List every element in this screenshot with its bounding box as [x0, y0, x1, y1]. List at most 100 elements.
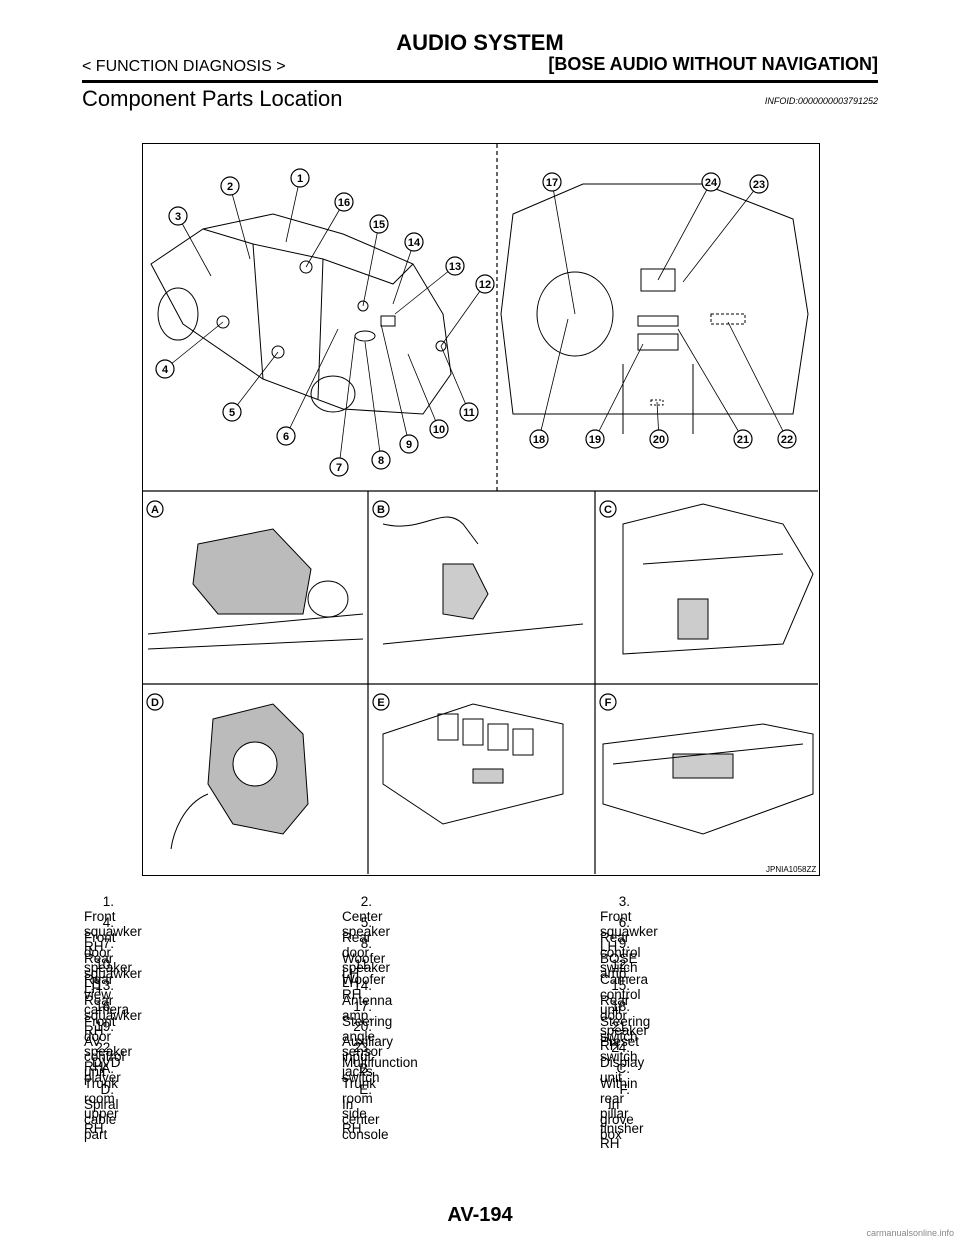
- callout-number: 10: [433, 424, 445, 436]
- watermark: carmanualsonline.info: [866, 1228, 954, 1238]
- legend-item: 1. Front squawker RH: [84, 894, 142, 954]
- vehicle-exterior-sketch: [150, 213, 452, 415]
- section-label-left: < FUNCTION DIAGNOSIS >: [82, 58, 286, 75]
- callout-number: 5: [229, 407, 235, 419]
- callout-circle: [701, 172, 721, 192]
- callout-number: 24: [705, 177, 718, 189]
- callout-circle: [220, 176, 240, 196]
- legend-item-number: 2.: [360, 894, 372, 909]
- callout-number: 15: [373, 219, 385, 231]
- callout-number: 16: [338, 197, 350, 209]
- panel-letter-f: F: [599, 693, 617, 711]
- callout-circle: [733, 429, 753, 449]
- legend-item-label: Front squawker LH: [600, 909, 658, 954]
- panel-letter-circle: [599, 693, 617, 711]
- callout-leader-line: [164, 321, 224, 370]
- legend-item: 7. Rear squawker LH: [84, 936, 142, 996]
- legend-item-number: 9.: [618, 935, 630, 951]
- callout-leader-line: [594, 343, 644, 440]
- callout-leader-line: [285, 177, 301, 243]
- legend-item: B. Trunk room side RH: [342, 1061, 384, 1136]
- legend-item-number: E.: [359, 1082, 372, 1098]
- callout-leader-line: [305, 201, 345, 268]
- callout-7: 7: [329, 335, 356, 477]
- callout-10: 10: [407, 353, 449, 439]
- callout-number: 18: [533, 434, 545, 446]
- legend-item: 14. Antenna amp.: [342, 978, 400, 1023]
- legend-item-number: 14.: [353, 977, 372, 993]
- legend-item: 2. Center speaker: [342, 894, 391, 939]
- callout-circle: [585, 429, 605, 449]
- callout-circle: [475, 274, 495, 294]
- panel-letter-c: C: [599, 500, 617, 518]
- callout-15: 15: [362, 214, 389, 307]
- callout-leader-line: [229, 185, 251, 260]
- legend-item-number: 20.: [353, 1019, 372, 1035]
- legend-item-number: 17.: [353, 998, 372, 1014]
- callout-number: 19: [589, 434, 601, 446]
- panel-a-sketch: [147, 528, 364, 650]
- legend-item: 13. Rear squawker RH: [84, 978, 142, 1038]
- legend-item: 6. Rear control switch: [600, 915, 641, 975]
- legend-item-number: C.: [616, 1061, 631, 1077]
- callout-number: 1: [297, 173, 303, 185]
- panel-letter-circle: [146, 693, 164, 711]
- callout-leader-line: [380, 323, 410, 445]
- callout-number: 12: [479, 279, 491, 291]
- callout-1: 1: [285, 168, 310, 243]
- callout-leader-line: [440, 345, 470, 413]
- legend-item-number: 5.: [360, 914, 372, 930]
- legend-item-label: Woofer RH: [342, 971, 386, 1002]
- callout-leader-line: [394, 265, 456, 315]
- legend-item-label: Rear door speaker LH: [342, 929, 391, 990]
- legend-item-label: Camera control unit: [600, 971, 649, 1017]
- legend-item-number: 7.: [102, 935, 114, 951]
- legend-item: 15. Rear door speaker RH: [600, 978, 648, 1053]
- callout-leader-line: [440, 283, 486, 347]
- legend-item-label: Steering angle sensor: [342, 1013, 393, 1059]
- figure-code: JPNIA1058ZZ: [766, 865, 817, 874]
- callout-leader-line: [364, 341, 382, 461]
- panel-letter-a: A: [146, 500, 164, 518]
- callout-number: 7: [336, 462, 342, 474]
- callout-circle: [168, 206, 188, 226]
- callout-leader-line: [682, 183, 760, 283]
- callout-leader-line: [407, 353, 440, 430]
- callout-leader-line: [362, 223, 380, 307]
- legend-item-label: Rear squawker RH: [84, 992, 142, 1038]
- legend-item-label: Front squawker RH: [84, 909, 142, 954]
- legend-item-number: 11.: [354, 956, 372, 972]
- callout-circle: [155, 359, 175, 379]
- legend-item-label: In grove box: [600, 1097, 634, 1143]
- legend-item: A. Trunk room upper RH: [84, 1061, 126, 1136]
- legend-item: 18. Steering switch: [600, 999, 658, 1044]
- callout-8: 8: [364, 341, 391, 470]
- legend-item: 5. Rear door speaker LH: [342, 915, 390, 990]
- callout-leader-line: [551, 181, 576, 315]
- legend-item-label: Trunk room side RH: [342, 1076, 377, 1137]
- callout-leader-line: [392, 241, 415, 305]
- legend-item: 9. BOSE amp.: [600, 936, 646, 981]
- legend-item: 24. Display unit: [600, 1040, 652, 1085]
- callout-circle: [459, 402, 479, 422]
- legend-item: 16. Front door speaker RH: [84, 999, 132, 1074]
- vehicle-interior-sketch: [500, 183, 809, 434]
- callout-circle: [429, 419, 449, 439]
- panel-letter-text: C: [604, 504, 612, 516]
- callout-circle: [649, 429, 669, 449]
- panel-b-sketch: [382, 516, 584, 645]
- panel-letter-e: E: [372, 693, 390, 711]
- panel-letter-d: D: [146, 693, 164, 711]
- callout-circle: [777, 429, 797, 449]
- legend-item-label: Spiral cable part: [84, 1097, 119, 1143]
- legend-item-number: 4.: [102, 914, 114, 930]
- callout-number: 20: [653, 434, 665, 446]
- callout-6: 6: [276, 328, 339, 446]
- callout-20: 20: [649, 401, 669, 449]
- legend-item: F. In grove box: [600, 1082, 634, 1142]
- legend-item: 12. Camera control unit: [600, 957, 656, 1017]
- callout-18: 18: [529, 318, 569, 449]
- figure-illustration: 123456789101112131415161718192021222324 …: [143, 144, 818, 874]
- legend-item-label: Multifunction switch: [342, 1055, 418, 1086]
- callout-circle: [222, 402, 242, 422]
